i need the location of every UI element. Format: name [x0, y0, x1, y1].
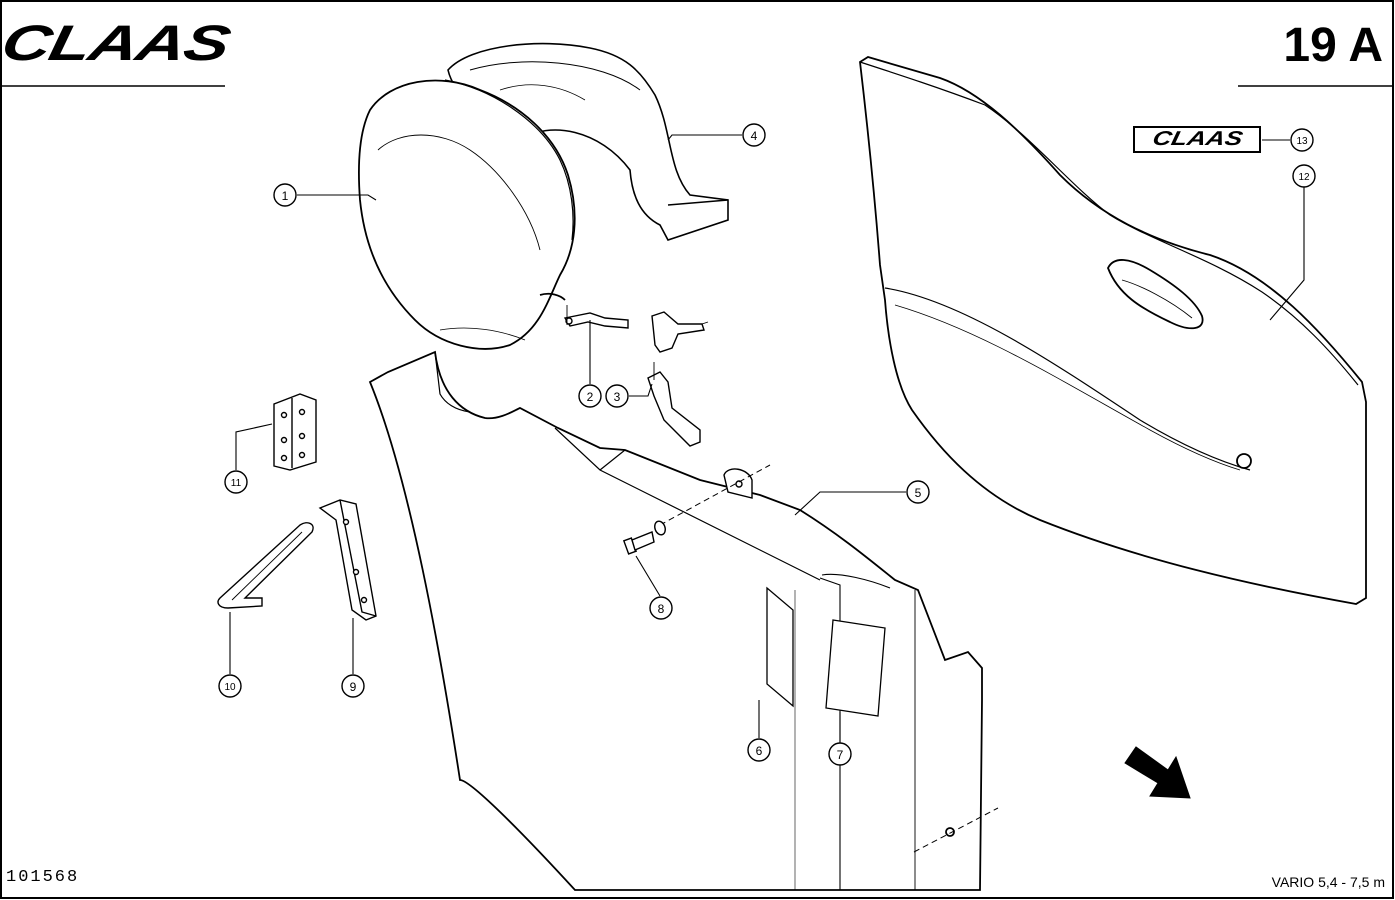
svg-text:13: 13 — [1296, 136, 1308, 147]
callout-11: 11 — [224, 470, 248, 494]
part-10-strap — [217, 522, 314, 609]
svg-text:2: 2 — [587, 390, 594, 404]
part-3-bracket — [647, 311, 709, 447]
svg-text:11: 11 — [231, 478, 242, 489]
callout-8: 8 — [649, 596, 673, 620]
callout-12: 12 — [1292, 164, 1316, 188]
callout-leaders — [229, 134, 1305, 742]
callout-3: 3 — [605, 384, 629, 408]
callout-1: 1 — [273, 183, 297, 207]
callout-10: 10 — [218, 674, 242, 698]
part-2-bracket — [563, 305, 629, 329]
part-12-door-panel — [859, 56, 1367, 605]
callout-6: 6 — [747, 738, 771, 762]
svg-text:9: 9 — [350, 680, 357, 694]
part-8-bolt — [622, 520, 666, 555]
callout-13: 13 — [1290, 128, 1314, 152]
model-designation: VARIO 5,4 - 7,5 m — [1271, 874, 1385, 890]
svg-text:8: 8 — [658, 602, 665, 616]
part-1-front-shield — [358, 79, 576, 350]
drawing-number: 101568 — [6, 868, 80, 887]
callout-2: 2 — [578, 384, 602, 408]
sheet-number: 19 A — [1283, 19, 1383, 72]
mounting-lug — [659, 464, 771, 526]
callout-7: 7 — [828, 742, 852, 766]
part-6-sticker — [766, 586, 794, 708]
part-11-hinge — [273, 393, 317, 471]
part-9-bracket — [318, 499, 377, 621]
brand-logo: CLAAS — [0, 15, 235, 71]
part-7-sticker — [825, 619, 886, 717]
svg-text:1: 1 — [282, 189, 289, 203]
svg-text:4: 4 — [751, 129, 758, 143]
svg-text:6: 6 — [756, 744, 763, 758]
part-13-decal: CLAAS — [1133, 126, 1261, 153]
svg-text:12: 12 — [1298, 172, 1310, 183]
decal-text: CLAAS — [1149, 128, 1245, 150]
svg-text:10: 10 — [224, 682, 236, 693]
callout-9: 9 — [341, 674, 365, 698]
callout-4: 4 — [742, 123, 766, 147]
direction-arrow — [1124, 746, 1191, 799]
svg-text:3: 3 — [614, 390, 621, 404]
callout-bubbles: 1 2 3 4 5 6 7 8 9 10 11 12 13 — [218, 123, 1316, 766]
svg-text:7: 7 — [837, 748, 844, 762]
svg-text:5: 5 — [915, 486, 922, 500]
callout-5: 5 — [906, 480, 930, 504]
